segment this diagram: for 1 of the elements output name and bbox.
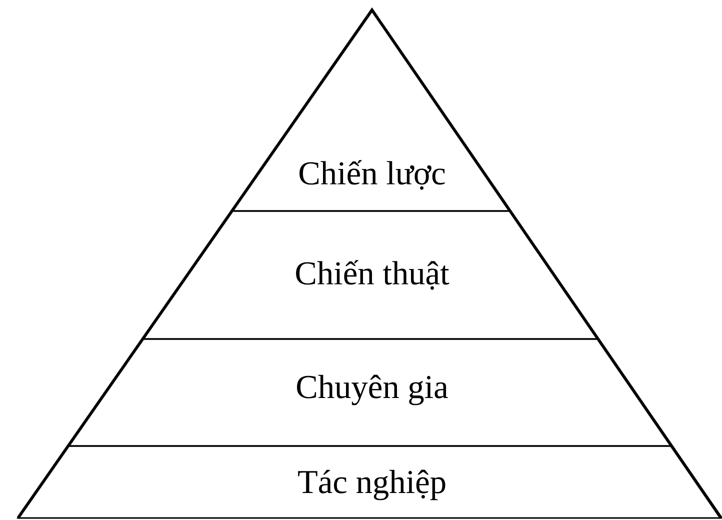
node-label: Chiến lược [300,160,445,190]
